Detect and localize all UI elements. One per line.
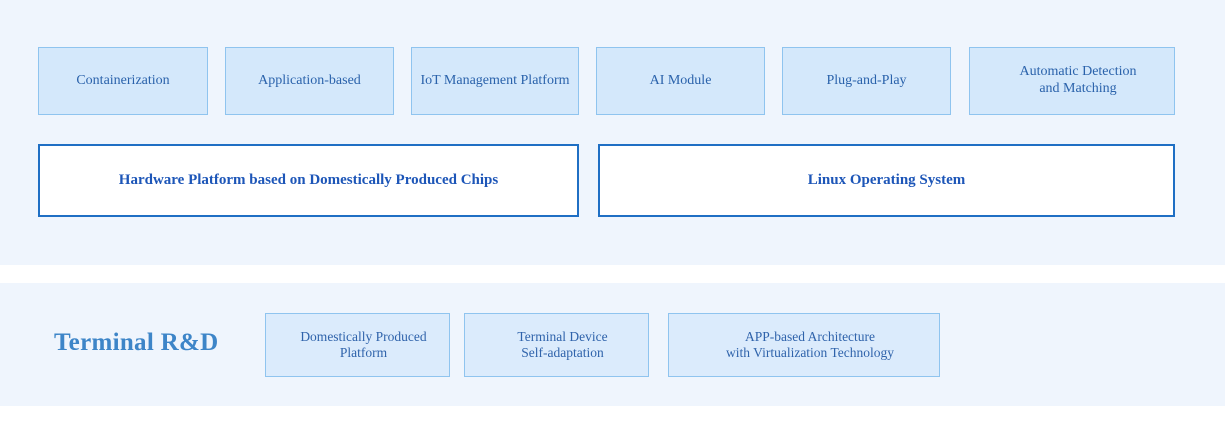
- capability-chip-label-line1: Automatic Detection: [1019, 64, 1137, 80]
- terminal-chip-label-line2: Self-adaptation: [521, 345, 604, 360]
- capability-chip-label: AI Module: [649, 72, 712, 88]
- capability-chip-label: Containerization: [76, 72, 170, 88]
- foundation-bar-linux-operating-system[interactable]: Linux Operating System: [598, 144, 1175, 217]
- capability-chip-application-based[interactable]: Application-based: [225, 47, 394, 115]
- terminal-chip-terminal-device-self-adaptation[interactable]: Terminal Device Self-adaptation: [464, 313, 649, 377]
- foundation-bar-label: Hardware Platform based on Domestically …: [118, 171, 499, 188]
- platform-section-band: [0, 0, 1225, 265]
- terminal-chip-label: APP-based Architecture with Virtualizati…: [669, 329, 939, 361]
- foundation-bar-hardware-platform[interactable]: Hardware Platform based on Domestically …: [38, 144, 579, 217]
- capability-chip-containerization[interactable]: Containerization: [38, 47, 208, 115]
- terminal-section-row-label: Terminal R&D: [54, 329, 219, 356]
- capability-chip-ai-module[interactable]: AI Module: [596, 47, 765, 115]
- terminal-chip-label-line2: Platform: [339, 345, 388, 360]
- terminal-chip-label: Domestically Produced Platform: [266, 329, 449, 361]
- capability-chip-label: Application-based: [258, 72, 361, 88]
- capability-chip-label: Automatic Detection and Matching: [970, 64, 1174, 97]
- terminal-chip-label: Terminal Device Self-adaptation: [465, 329, 648, 361]
- capability-chip-label-line2: and Matching: [1039, 81, 1117, 96]
- terminal-chip-label-line1: APP-based Architecture: [744, 329, 876, 345]
- capability-chip-automatic-detection-and-matching[interactable]: Automatic Detection and Matching: [969, 47, 1175, 115]
- terminal-chip-label-line1: Domestically Produced: [300, 329, 427, 345]
- foundation-bar-label: Linux Operating System: [807, 171, 966, 188]
- capability-chip-plug-and-play[interactable]: Plug-and-Play: [782, 47, 951, 115]
- terminal-chip-label-line1: Terminal Device: [517, 329, 608, 345]
- terminal-chip-domestically-produced-platform[interactable]: Domestically Produced Platform: [265, 313, 450, 377]
- capability-chip-iot-management-platform[interactable]: IoT Management Platform: [411, 47, 579, 115]
- capability-chip-label: Plug-and-Play: [826, 72, 907, 88]
- terminal-chip-label-line2: with Virtualization Technology: [726, 345, 894, 360]
- capability-chip-label: IoT Management Platform: [420, 72, 570, 88]
- terminal-chip-app-based-architecture[interactable]: APP-based Architecture with Virtualizati…: [668, 313, 940, 377]
